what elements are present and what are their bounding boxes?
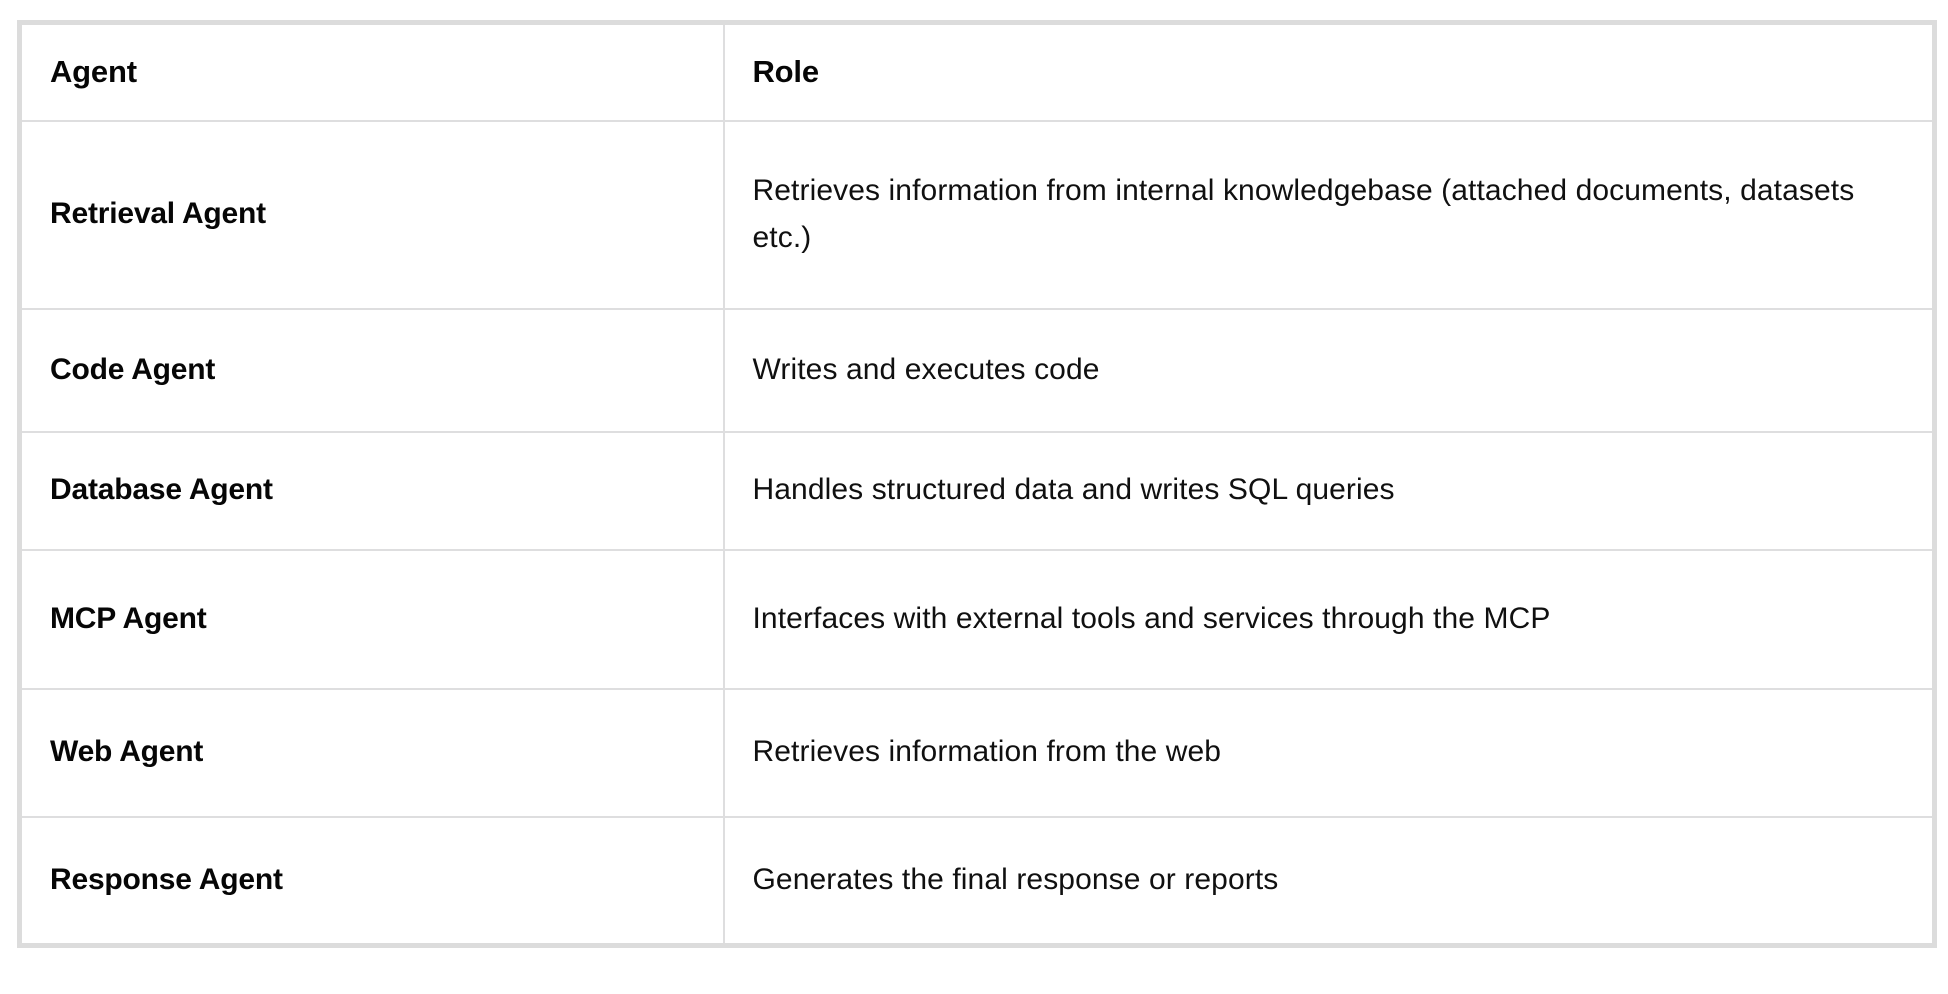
column-header-agent: Agent: [18, 21, 725, 122]
table-body: Retrieval Agent Retrieves information fr…: [18, 119, 1936, 947]
cell-agent-role: Retrieves information from internal know…: [722, 119, 1936, 310]
table-row: MCP Agent Interfaces with external tools…: [18, 548, 1936, 690]
cell-agent-name: Database Agent: [18, 430, 725, 551]
cell-agent-role: Generates the final response or reports: [722, 815, 1936, 947]
table-row: Database Agent Handles structured data a…: [18, 430, 1936, 551]
cell-agent-name: Web Agent: [18, 687, 725, 818]
agent-roles-table-container: Agent Role Retrieval Agent Retrieves inf…: [17, 20, 1937, 948]
cell-agent-role: Writes and executes code: [722, 307, 1936, 433]
cell-agent-name: Retrieval Agent: [18, 119, 725, 310]
table-row: Code Agent Writes and executes code: [18, 307, 1936, 433]
cell-agent-name: Response Agent: [18, 815, 725, 947]
cell-agent-name: MCP Agent: [18, 548, 725, 690]
agent-roles-table: Agent Role Retrieval Agent Retrieves inf…: [17, 20, 1937, 948]
cell-agent-role: Handles structured data and writes SQL q…: [722, 430, 1936, 551]
table-row: Retrieval Agent Retrieves information fr…: [18, 119, 1936, 310]
cell-agent-role: Retrieves information from the web: [722, 687, 1936, 818]
table-header-row: Agent Role: [18, 21, 1936, 122]
table-row: Response Agent Generates the final respo…: [18, 815, 1936, 947]
table-row: Web Agent Retrieves information from the…: [18, 687, 1936, 818]
column-header-role: Role: [722, 21, 1936, 122]
table-header: Agent Role: [18, 21, 1936, 122]
cell-agent-name: Code Agent: [18, 307, 725, 433]
cell-agent-role: Interfaces with external tools and servi…: [722, 548, 1936, 690]
